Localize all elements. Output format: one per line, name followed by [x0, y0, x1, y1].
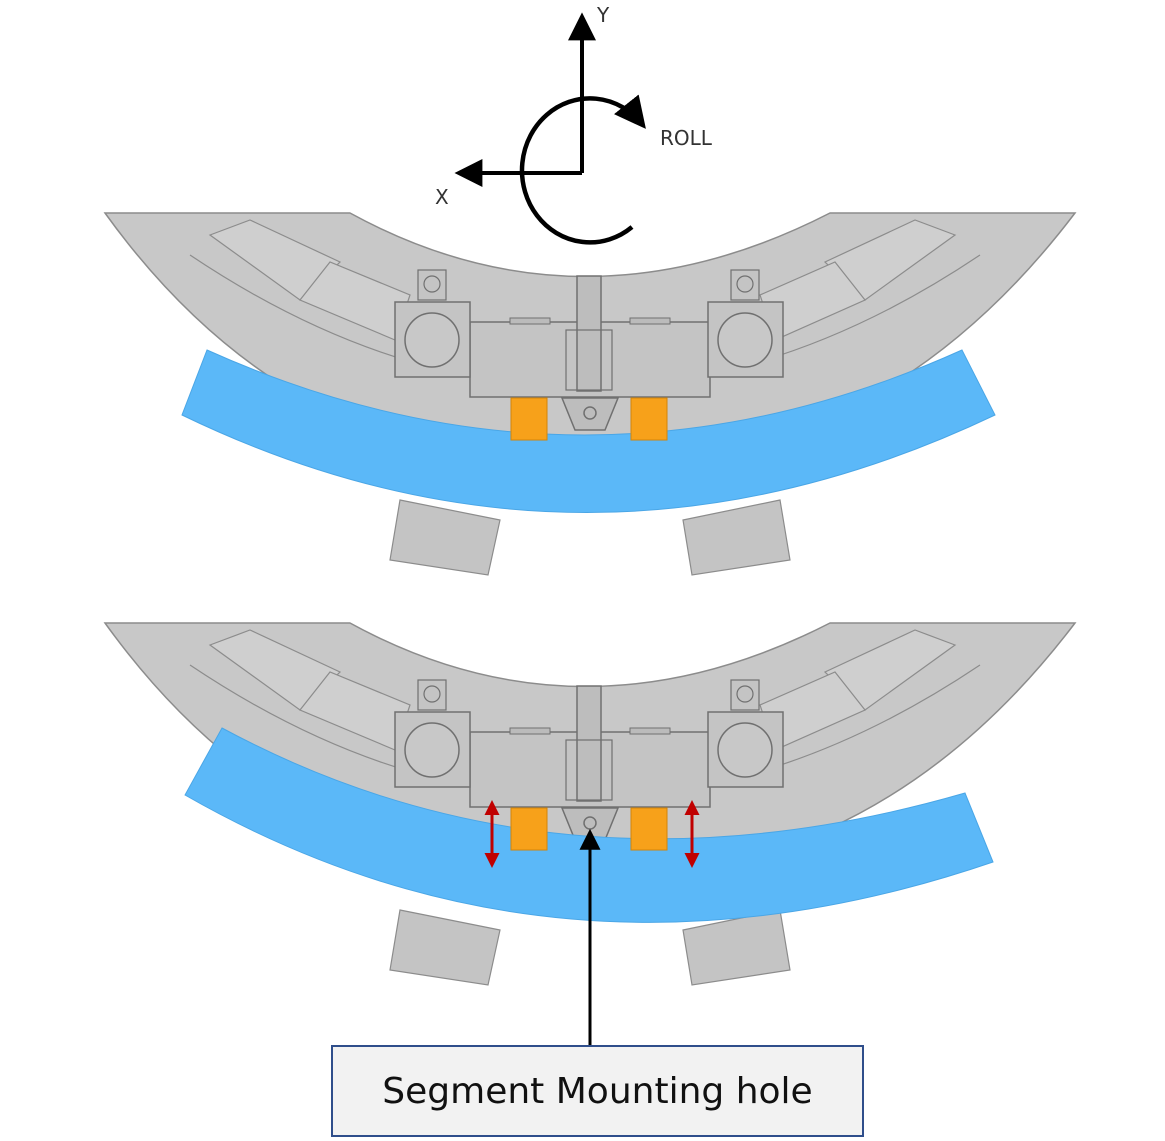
callout-label: Segment Mounting hole: [382, 1070, 813, 1112]
nominal-view: [104, 212, 1076, 576]
y-axis-label: Y: [596, 3, 610, 27]
rolled-view: [104, 622, 1076, 986]
segment-band: [184, 727, 994, 923]
segment-band: [181, 349, 996, 513]
coordinate-axes: Y X ROLL: [435, 3, 713, 245]
actuator-right: [630, 397, 668, 441]
actuator-right: [630, 807, 668, 851]
roll-arrow: [519, 94, 646, 245]
x-axis-label: X: [435, 185, 449, 209]
roll-label: ROLL: [660, 126, 713, 150]
actuator-left: [510, 397, 548, 441]
callout-label-box: Segment Mounting hole: [331, 1045, 864, 1137]
actuator-left: [510, 807, 548, 851]
